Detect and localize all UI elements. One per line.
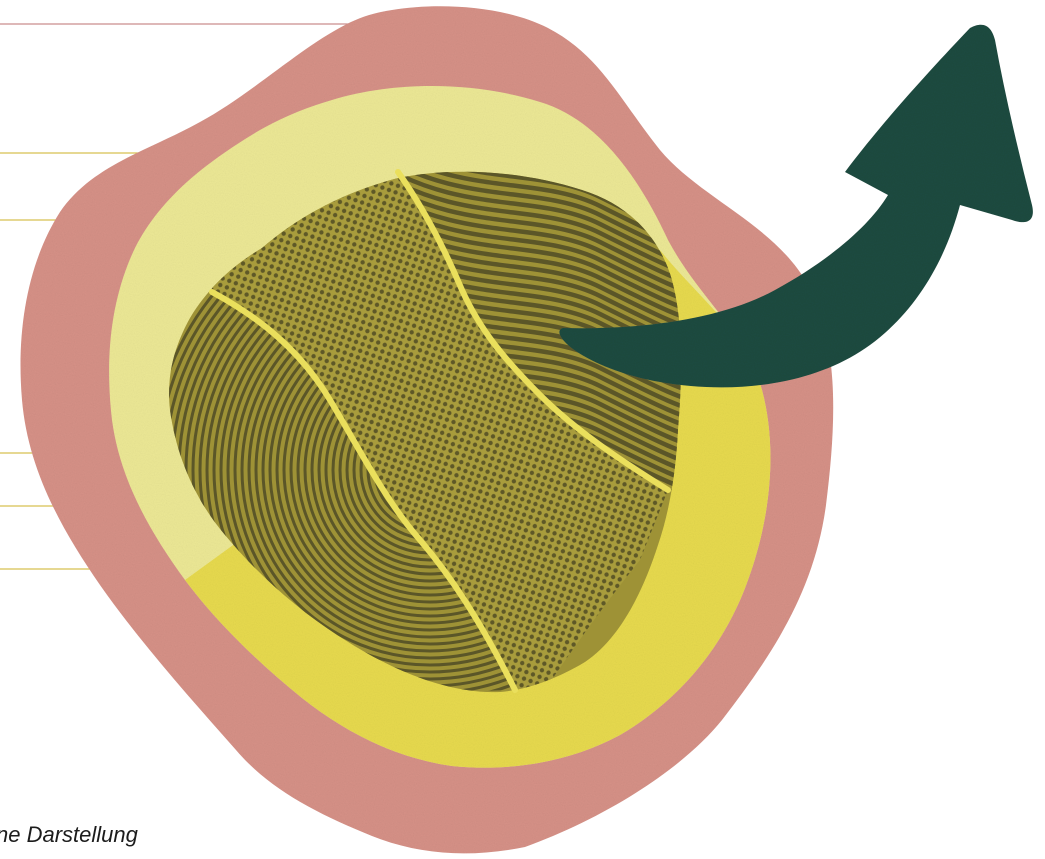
figure-caption: ne Darstellung xyxy=(0,822,138,848)
